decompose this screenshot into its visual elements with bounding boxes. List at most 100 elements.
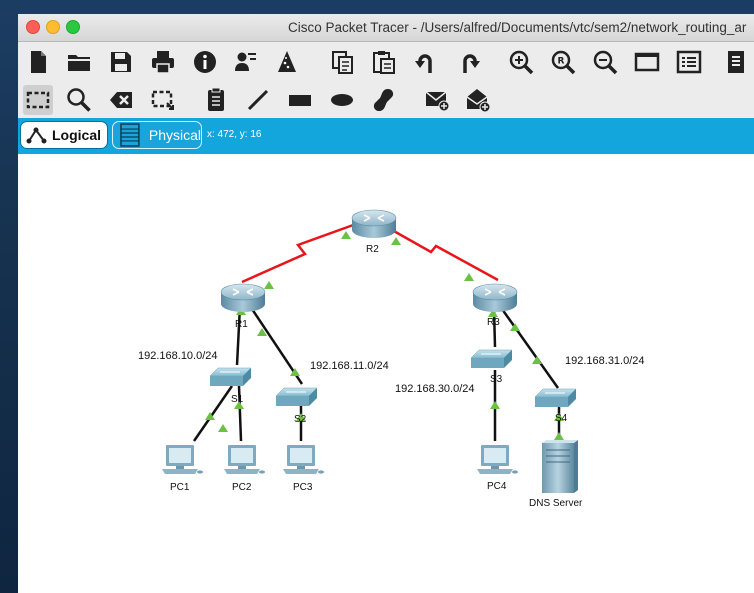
note-icon xyxy=(208,87,224,111)
inspect-icon xyxy=(67,88,91,112)
open-button[interactable] xyxy=(64,47,94,77)
link-s1-pc1[interactable] xyxy=(192,385,234,442)
draw-line-icon xyxy=(247,89,269,111)
zoom-in-icon xyxy=(509,50,534,75)
tab-logical[interactable]: Logical xyxy=(20,121,108,149)
user-profile-button[interactable] xyxy=(231,47,261,77)
device-label-r3: R3 xyxy=(487,317,500,328)
zoom-in-button[interactable] xyxy=(506,47,536,77)
select-icon xyxy=(26,91,50,109)
add-simple-pdu-tool[interactable] xyxy=(422,85,452,115)
workspace-tab-bar: Logical Physical x: 472, y: 16 xyxy=(18,118,754,154)
save-button[interactable] xyxy=(106,47,136,77)
svg-text:R: R xyxy=(558,57,565,67)
device-label-dns-server: DNS Server xyxy=(529,498,583,509)
delete-tool[interactable] xyxy=(106,85,136,115)
zoom-reset-button[interactable]: R xyxy=(548,47,578,77)
packet-tracer-window: Cisco Packet Tracer - /Users/alfred/Docu… xyxy=(18,14,754,593)
logical-workspace-icon xyxy=(26,127,47,144)
device-label-s1: S1 xyxy=(231,394,244,405)
drawing-palette-button[interactable] xyxy=(632,47,662,77)
title-bar[interactable]: Cisco Packet Tracer - /Users/alfred/Docu… xyxy=(18,14,754,42)
freeform-icon xyxy=(373,89,394,111)
link-status-up xyxy=(532,356,542,364)
info-icon xyxy=(194,51,216,73)
network-label-192-168-30: 192.168.30.0/24 xyxy=(395,383,475,395)
router-r1[interactable] xyxy=(220,283,266,313)
link-status-up xyxy=(464,273,474,281)
undo-button[interactable] xyxy=(412,47,442,77)
link-status-up xyxy=(554,432,564,440)
link-status-up xyxy=(341,231,351,239)
notes-button[interactable] xyxy=(722,47,752,77)
undo-icon xyxy=(415,54,432,73)
link-s1-pc2[interactable] xyxy=(237,385,243,442)
close-window-button[interactable] xyxy=(26,20,40,34)
pc-pc4[interactable] xyxy=(477,445,518,474)
device-label-pc3: PC3 xyxy=(293,482,313,493)
network-label-192-168-10: 192.168.10.0/24 xyxy=(138,350,218,362)
tools-toolbar xyxy=(18,82,754,119)
serial-link-r1-r2[interactable] xyxy=(241,222,357,284)
resize-shape-tool[interactable] xyxy=(148,85,178,115)
info-button[interactable] xyxy=(190,47,220,77)
pc-pc2[interactable] xyxy=(224,445,265,474)
zoom-reset-icon: R xyxy=(551,50,576,75)
switch-s4[interactable] xyxy=(534,388,577,408)
link-status-up xyxy=(391,237,401,245)
link-status-up xyxy=(264,281,274,289)
device-label-s2: S2 xyxy=(294,414,307,425)
freeform-tool[interactable] xyxy=(369,85,399,115)
add-complex-pdu-icon xyxy=(466,89,491,113)
router-r2[interactable] xyxy=(351,209,397,239)
activity-wizard-icon xyxy=(278,51,296,72)
copy-button[interactable] xyxy=(328,47,358,77)
pc-pc1[interactable] xyxy=(162,445,203,474)
switch-s2[interactable] xyxy=(275,387,318,407)
switch-s3[interactable] xyxy=(470,349,513,369)
logical-workspace-canvas[interactable]: R2 R1 R3 S1 S2 S3 S4 PC1 PC2 PC3 PC4 DNS… xyxy=(18,154,754,593)
redo-button[interactable] xyxy=(453,47,483,77)
print-button[interactable] xyxy=(148,47,178,77)
draw-rectangle-tool[interactable] xyxy=(285,85,315,115)
custom-devices-button[interactable] xyxy=(674,47,704,77)
draw-ellipse-tool[interactable] xyxy=(327,85,357,115)
draw-line-tool[interactable] xyxy=(243,85,273,115)
tab-physical[interactable]: Physical xyxy=(112,121,202,149)
serial-link-r2-r3[interactable] xyxy=(391,228,499,282)
physical-workspace-icon xyxy=(120,123,140,147)
print-icon xyxy=(152,51,174,74)
zoom-out-button[interactable] xyxy=(590,47,620,77)
redo-icon xyxy=(463,54,480,73)
maximize-window-button[interactable] xyxy=(66,20,80,34)
paste-icon xyxy=(373,51,395,74)
select-tool[interactable] xyxy=(23,85,53,115)
place-note-tool[interactable] xyxy=(201,85,231,115)
rectangle-icon xyxy=(289,95,311,106)
pc-pc3[interactable] xyxy=(283,445,324,474)
server-dns[interactable] xyxy=(542,440,578,493)
minimize-window-button[interactable] xyxy=(46,20,60,34)
inspect-tool[interactable] xyxy=(64,85,94,115)
window-title: Cisco Packet Tracer - /Users/alfred/Docu… xyxy=(288,20,747,35)
zoom-out-icon xyxy=(593,50,618,75)
link-r3-s4[interactable] xyxy=(500,308,560,389)
palette-icon xyxy=(634,52,660,72)
link-r1-s1[interactable] xyxy=(235,305,242,366)
activity-wizard-button[interactable] xyxy=(272,47,302,77)
link-status-up xyxy=(490,401,500,409)
device-label-r1: R1 xyxy=(235,319,248,330)
device-label-pc1: PC1 xyxy=(170,482,190,493)
network-label-192-168-31: 192.168.31.0/24 xyxy=(565,355,645,367)
router-r3[interactable] xyxy=(472,283,518,313)
new-file-button[interactable] xyxy=(23,47,53,77)
switch-s1[interactable] xyxy=(209,367,252,387)
link-status-up xyxy=(218,424,228,432)
paste-button[interactable] xyxy=(369,47,399,77)
device-label-pc2: PC2 xyxy=(232,482,252,493)
copy-icon xyxy=(332,51,353,74)
tab-logical-label: Logical xyxy=(52,127,102,143)
cursor-coordinates: x: 472, y: 16 xyxy=(207,129,262,140)
device-label-s3: S3 xyxy=(490,374,503,385)
add-complex-pdu-tool[interactable] xyxy=(463,85,493,115)
